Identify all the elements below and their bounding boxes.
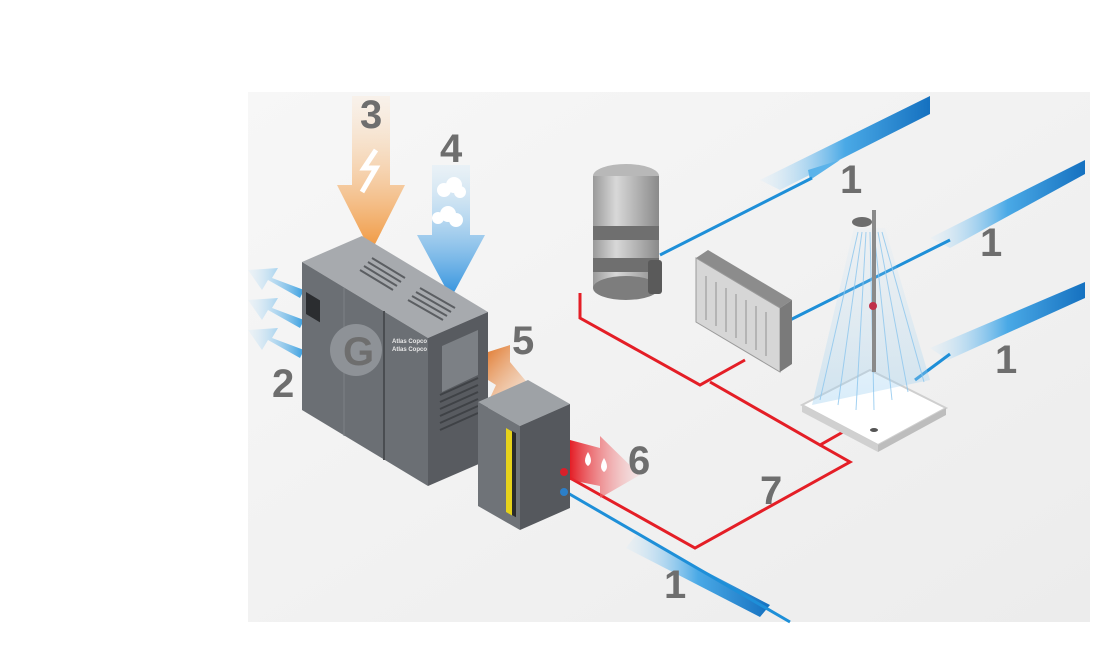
label-1-recovery: 1 (664, 563, 686, 607)
label-1-tank: 1 (840, 158, 862, 202)
label-3-energy: 3 (360, 93, 382, 137)
label-1-shower: 1 (995, 338, 1017, 382)
label-2-air-out: 2 (272, 362, 294, 406)
air-outlet-arrows (248, 268, 304, 358)
electric-energy-arrow (337, 96, 405, 252)
label-6-hot-water: 6 (628, 439, 650, 483)
label-5-heat-loss: 5 (512, 319, 534, 363)
label-7-circuit: 7 (760, 469, 782, 513)
hot-water-arrow (570, 436, 640, 498)
hot-water-circuit (569, 293, 854, 550)
compressor-unit: G Atlas Copco Atlas Copco (302, 236, 488, 486)
cold-water-inlet-4 (565, 490, 791, 624)
radiator (695, 250, 792, 373)
brand-text-2: Atlas Copco (392, 347, 427, 353)
hot-water-tank (593, 164, 662, 300)
label-1-radiator: 1 (980, 221, 1002, 265)
energy-recovery-unit (478, 380, 570, 530)
logo-letter: G (343, 330, 374, 374)
shower (799, 210, 949, 452)
brand-text-1: Atlas Copco (392, 339, 427, 345)
cold-water-inlet-1 (659, 96, 930, 257)
air-intake-arrow (417, 165, 485, 298)
label-4-air-in: 4 (440, 127, 463, 171)
logo-emblem (330, 324, 382, 376)
